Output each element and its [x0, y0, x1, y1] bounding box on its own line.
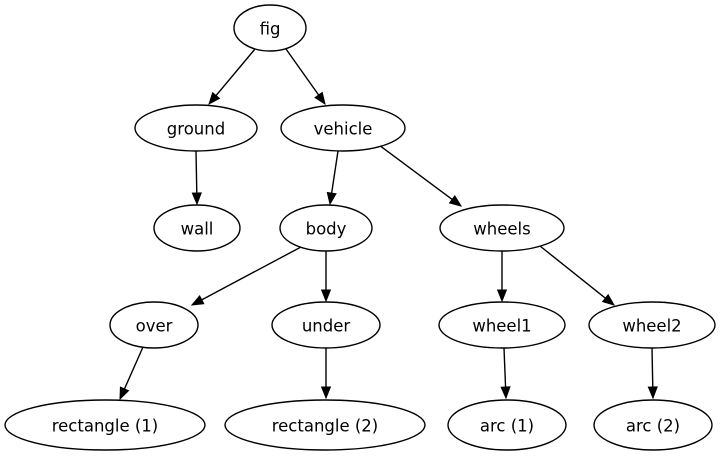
- edge-line: [201, 246, 302, 301]
- graph-edge: [378, 144, 463, 207]
- graph-edge: [190, 246, 302, 306]
- arrowhead-icon: [119, 386, 130, 401]
- graph-node-ground[interactable]: ground: [134, 104, 258, 152]
- node-ellipse[interactable]: [271, 301, 381, 349]
- node-ellipse[interactable]: [4, 399, 206, 451]
- arrowhead-icon: [500, 386, 511, 400]
- arrowhead-icon: [326, 191, 337, 206]
- edge-line: [195, 150, 198, 194]
- graph-node-under[interactable]: under: [271, 301, 381, 349]
- node-ellipse[interactable]: [134, 104, 258, 152]
- arrowhead-icon: [190, 295, 205, 306]
- graph-edge: [326, 150, 339, 206]
- node-ellipse[interactable]: [280, 104, 406, 152]
- arrowhead-icon: [601, 293, 616, 306]
- graph-edge: [119, 346, 144, 401]
- arrowhead-icon: [320, 386, 332, 400]
- arrowhead-icon: [208, 91, 221, 106]
- arrowhead-icon: [191, 192, 202, 206]
- graph-node-body[interactable]: body: [279, 204, 373, 252]
- arrowhead-icon: [448, 195, 463, 207]
- graph-node-rectangle1[interactable]: rectangle (1): [4, 399, 206, 451]
- graph-node-over[interactable]: over: [109, 301, 199, 349]
- graph-edge: [208, 48, 256, 106]
- node-ellipse[interactable]: [153, 204, 241, 252]
- node-ellipse[interactable]: [233, 4, 307, 52]
- edge-line: [215, 48, 256, 97]
- node-ellipse[interactable]: [109, 301, 199, 349]
- node-ellipse[interactable]: [439, 204, 565, 252]
- graph-node-wheel1[interactable]: wheel1: [438, 301, 566, 349]
- graph-edge: [320, 251, 332, 303]
- node-ellipse[interactable]: [588, 301, 716, 349]
- edge-line: [539, 245, 606, 299]
- arrowhead-icon: [496, 289, 508, 303]
- edge-line: [503, 347, 507, 388]
- graph-node-wheel2[interactable]: wheel2: [588, 301, 716, 349]
- graph-node-arc2[interactable]: arc (2): [593, 399, 713, 451]
- graph-edge: [539, 245, 616, 306]
- graph-edge: [647, 347, 658, 400]
- node-ellipse[interactable]: [438, 301, 566, 349]
- node-ellipse[interactable]: [593, 399, 713, 451]
- arrowhead-icon: [314, 91, 326, 106]
- arrowhead-icon: [647, 386, 658, 400]
- nodes-layer: fig ground vehicle wall body wheels over under w…: [4, 4, 716, 451]
- graph-edge: [285, 48, 326, 106]
- graph-node-rectangle2[interactable]: rectangle (2): [224, 399, 426, 451]
- graph-node-wall[interactable]: wall: [153, 204, 241, 252]
- graph-edge: [500, 347, 511, 400]
- graph-edge: [496, 251, 508, 303]
- graph-edge: [191, 150, 202, 206]
- edge-line: [285, 48, 320, 96]
- graph-edge: [320, 348, 332, 400]
- graph-node-vehicle[interactable]: vehicle: [280, 104, 406, 152]
- node-ellipse[interactable]: [279, 204, 373, 252]
- node-ellipse[interactable]: [224, 399, 426, 451]
- graph-node-fig[interactable]: fig: [233, 4, 307, 52]
- arrowhead-icon: [320, 289, 332, 303]
- node-ellipse[interactable]: [447, 399, 567, 451]
- edge-line: [378, 144, 453, 200]
- edge-line: [651, 347, 654, 388]
- edges-layer: [119, 48, 658, 401]
- graph-node-arc1[interactable]: arc (1): [447, 399, 567, 451]
- edge-line: [330, 150, 339, 194]
- edge-line: [123, 346, 144, 390]
- graph-node-wheels[interactable]: wheels: [439, 204, 565, 252]
